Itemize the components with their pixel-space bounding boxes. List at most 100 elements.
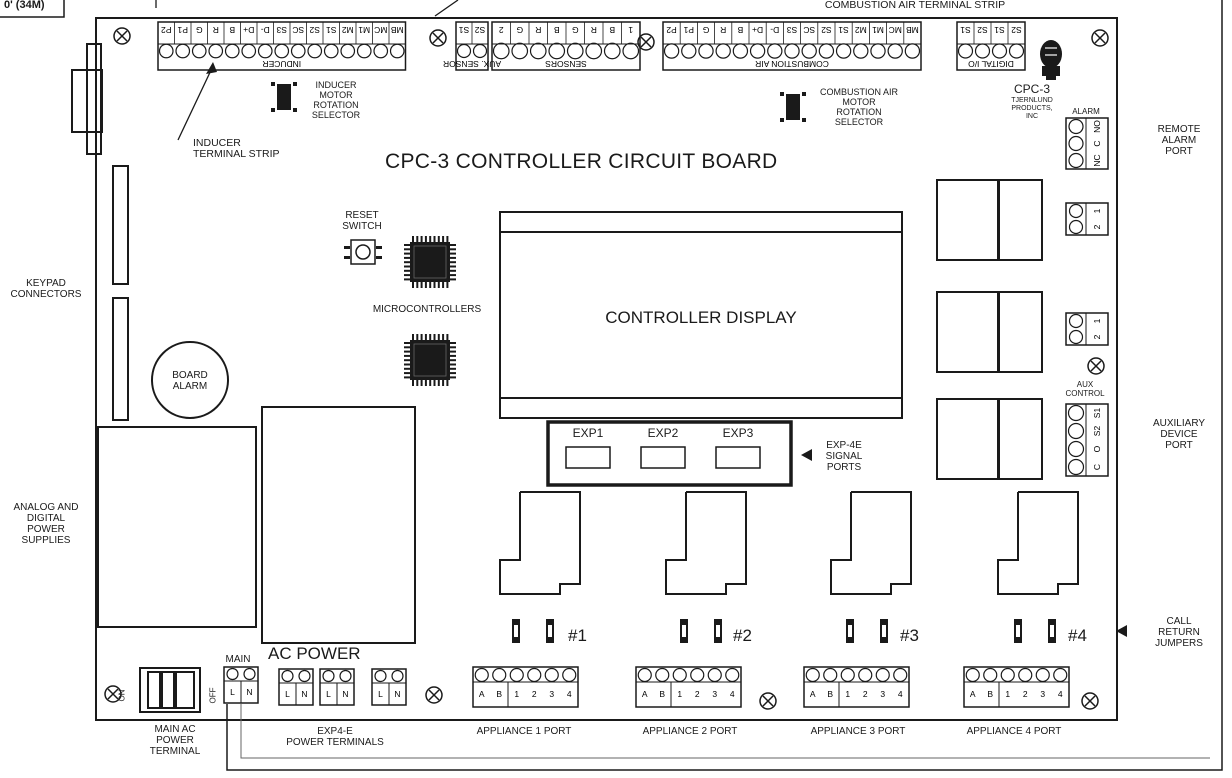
- terminal-pin-label: B: [229, 25, 235, 35]
- jumper-pair: [846, 619, 888, 643]
- terminal-pin-label: 2: [499, 25, 504, 35]
- keypad-connector-1: [112, 165, 129, 285]
- terminal-screw: [904, 43, 921, 59]
- call-return-jumpers: [512, 619, 1056, 643]
- exp2-slot: [640, 446, 686, 469]
- terminal-pin-label: MB: [906, 25, 919, 35]
- board-title: CPC-3 CONTROLLER CIRCUIT BOARD: [385, 150, 778, 173]
- terminal-pin-label: MC: [374, 25, 387, 35]
- terminal-pin-label: 1: [845, 689, 850, 699]
- terminal-screw: [224, 43, 240, 59]
- combustion-selector: [786, 94, 800, 120]
- inducer-leader-arrow: [206, 62, 217, 74]
- db-connector-inner: [86, 43, 102, 155]
- exp-ports-box: [546, 420, 793, 487]
- terminal-screw: [622, 42, 640, 60]
- appliance-4-port-label: APPLIANCE 4 PORT: [966, 726, 1062, 737]
- terminal-pin-label: 2: [1092, 334, 1102, 339]
- terminal-screw: [175, 43, 191, 59]
- screw-icon: [104, 685, 122, 703]
- terminal-screw: [356, 43, 372, 59]
- terminal-pin-label: N: [342, 689, 348, 699]
- terminal-strip-label: DIGITAL I/O: [968, 59, 1014, 69]
- terminal-screw: [389, 43, 405, 59]
- appliance-3-port-label: APPLIANCE 3 PORT: [810, 726, 906, 737]
- controller-display: [499, 211, 903, 419]
- microcontroller-chip: [404, 236, 456, 288]
- terminal-pin-label: 4: [730, 689, 735, 699]
- terminal-pin-label: S1: [960, 25, 971, 35]
- appliance-rj-connector: [830, 491, 912, 595]
- terminal-pin-label: 3: [549, 689, 554, 699]
- terminal-screw: [529, 42, 547, 60]
- terminal-pin-label: A: [642, 689, 648, 699]
- terminal-pin-label: O: [1092, 445, 1102, 452]
- terminal-pin-label: 2: [863, 689, 868, 699]
- terminal-pin-label: S1: [994, 25, 1005, 35]
- terminal-pin-label: C: [1092, 140, 1102, 146]
- terminal-pin-label: G: [703, 25, 710, 35]
- ac-power-label: AC POWER: [268, 644, 361, 663]
- terminal-pin-label: S2: [475, 25, 486, 35]
- terminal-pin-label: 1: [1092, 208, 1102, 213]
- terminal-pin-label: S2: [821, 25, 832, 35]
- terminal-pin-label: 4: [567, 689, 572, 699]
- main-power-cable-inner: [240, 704, 1210, 759]
- terminal-pin-label: B: [987, 689, 993, 699]
- keypad-connector-2: [112, 297, 129, 421]
- exp2-label: EXP2: [647, 426, 679, 440]
- jumper-3-label: #3: [900, 626, 919, 645]
- jumper-pair: [512, 619, 554, 643]
- terminal-pin-label: L: [230, 687, 235, 697]
- terminal-pin-label: G: [196, 25, 203, 35]
- terminal-pin-label: 3: [880, 689, 885, 699]
- screw-icon: [429, 29, 447, 47]
- on-label: ON: [117, 689, 127, 702]
- terminal-pin-label: S2: [1092, 426, 1102, 437]
- exp-signal-arrow: [801, 449, 812, 461]
- microcontroller-chips: [404, 236, 456, 386]
- terminal-pin-label: D-: [261, 25, 270, 35]
- terminal-pin-label: B: [659, 689, 665, 699]
- scale-tag: 0' (34m): [4, 0, 45, 11]
- microcontrollers-label: MICROCONTROLLERS: [372, 304, 482, 315]
- terminal-screw: [456, 43, 472, 59]
- terminal-pin-label: S2: [977, 25, 988, 35]
- terminal-pin-label: R: [535, 25, 541, 35]
- terminal-screw: [749, 43, 766, 59]
- terminal-pin-label: A: [970, 689, 976, 699]
- terminal-pin-label: 2: [532, 689, 537, 699]
- terminal-pin-label: SC: [803, 25, 815, 35]
- board-alarm-buzzer: [151, 341, 229, 419]
- terminal-pin-label: D-: [770, 25, 779, 35]
- terminal-screw: [974, 43, 991, 59]
- terminal-screw: [191, 43, 207, 59]
- terminal-screw: [991, 43, 1008, 59]
- terminal-pin-label: P1: [177, 25, 188, 35]
- terminal-screw: [241, 43, 257, 59]
- terminal-screw: [257, 43, 273, 59]
- terminal-pin-label: B: [827, 689, 833, 699]
- power-supply-digital: [261, 406, 416, 644]
- terminal-pin-label: G: [572, 25, 579, 35]
- terminal-screw: [548, 42, 566, 60]
- terminal-screw: [307, 43, 323, 59]
- terminal-strip-label: INDUCER: [262, 59, 301, 69]
- terminal-pin-label: N: [246, 687, 252, 697]
- appliance-rj-connector: [997, 491, 1079, 595]
- terminal-pin-label: N: [301, 689, 307, 699]
- jumper-4-label: #4: [1068, 626, 1087, 645]
- terminal-pin-label: R: [591, 25, 597, 35]
